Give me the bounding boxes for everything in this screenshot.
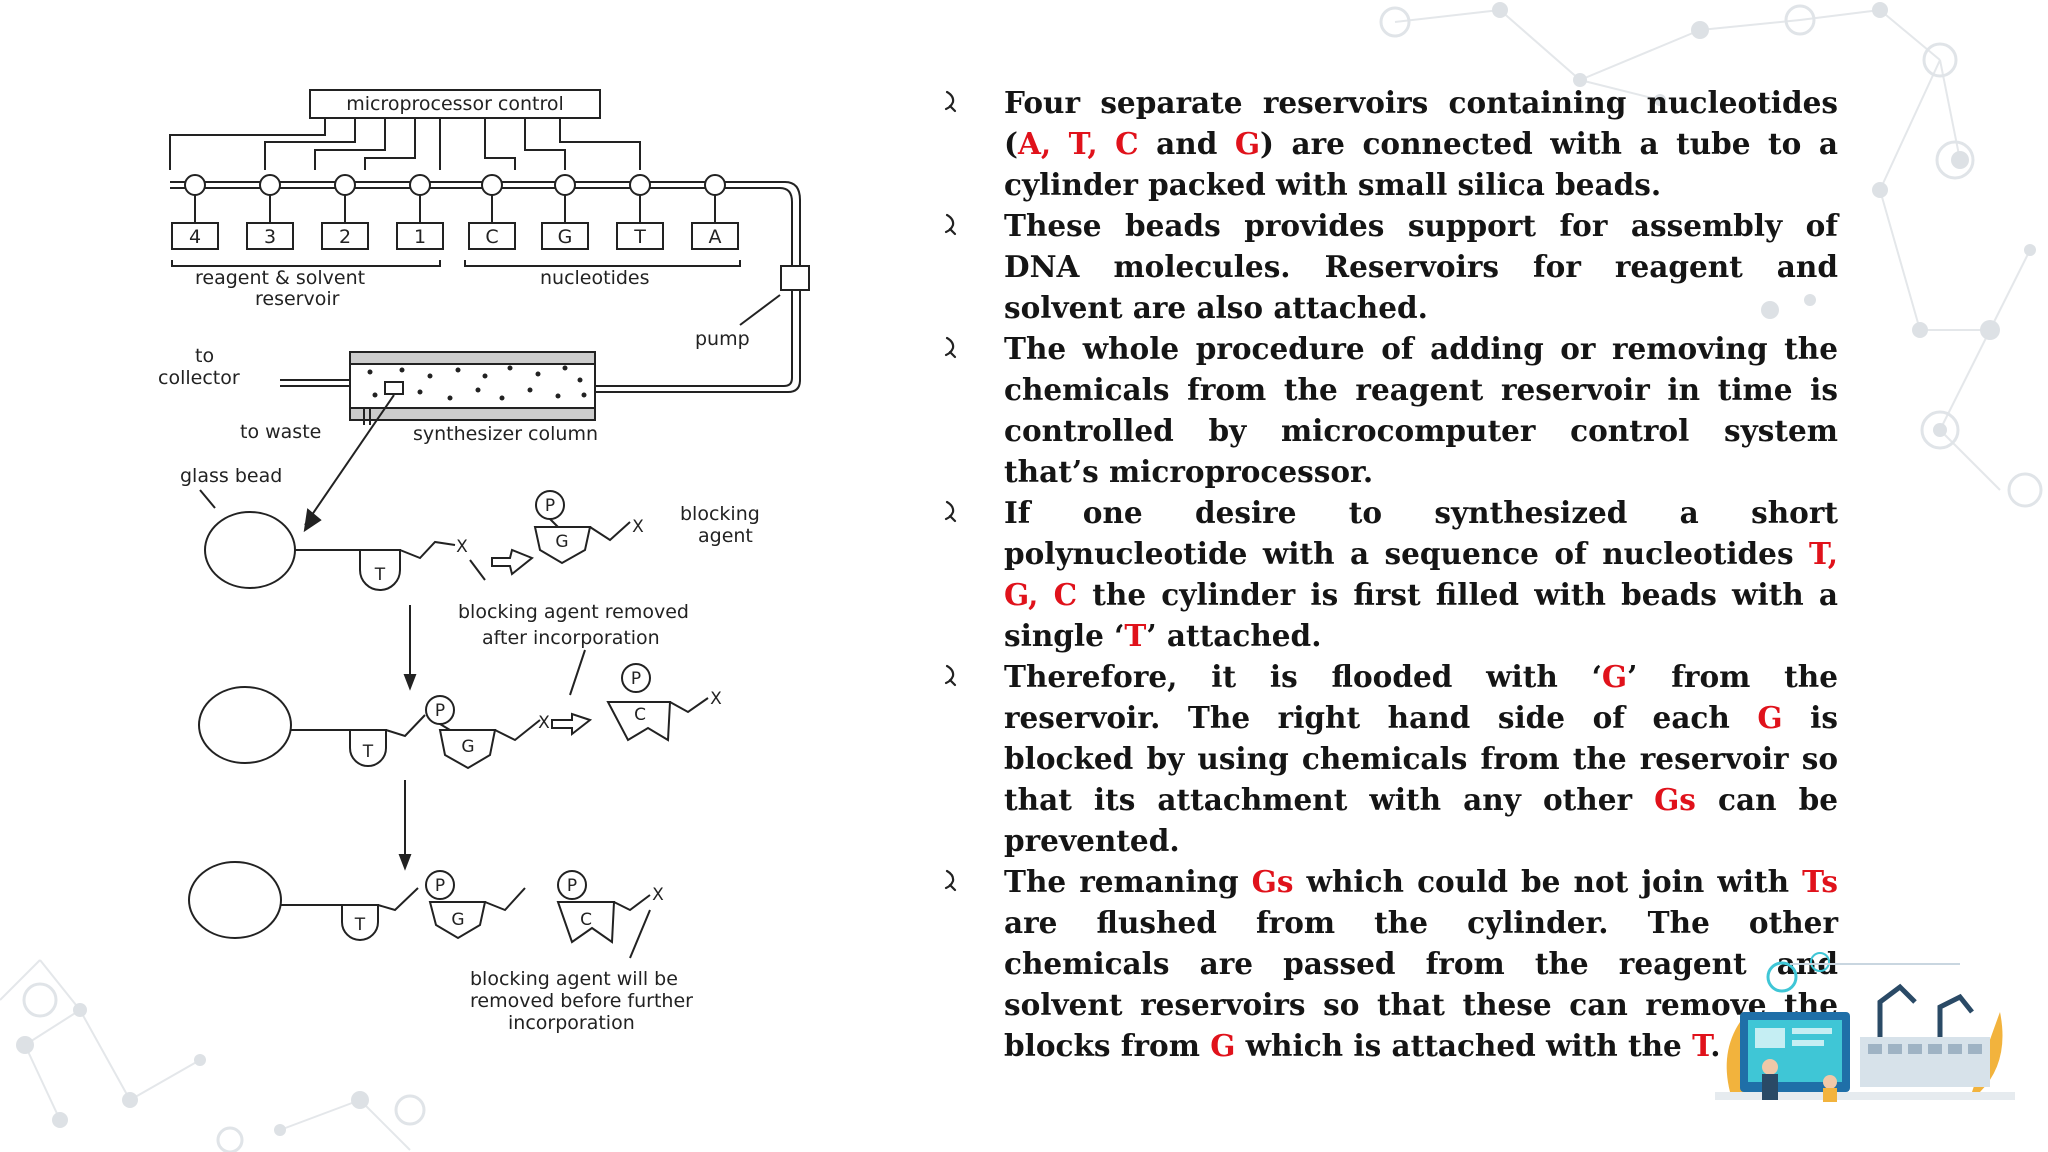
bullet-item: The whole procedure of adding or removin… <box>938 328 1838 492</box>
base-c: C <box>580 910 592 930</box>
bullet-text: If one desire to synthesized a short pol… <box>1004 495 1838 571</box>
bullet-text: These beads provides support for assembl… <box>1004 208 1838 325</box>
bullet-item: Therefore, it is flooded with ‘G’ from t… <box>938 656 1838 861</box>
bullet-text: ’ attached. <box>1146 618 1322 653</box>
highlighted-text: Ts <box>1802 864 1838 899</box>
arrow-bullet-icon <box>938 205 964 246</box>
bullet-text: is blocked by using chemicals from the r… <box>1004 700 1838 817</box>
base-c: C <box>634 705 646 725</box>
collector-label: collector <box>158 367 240 389</box>
reservoir-label: A <box>709 226 722 248</box>
highlighted-text: A, T, C <box>1017 126 1139 161</box>
future-label: removed before further <box>470 990 693 1012</box>
bullet-text: the cylinder is first filled with beads … <box>1004 577 1838 653</box>
phosphate: P <box>545 496 555 516</box>
arrow-bullet-icon <box>938 328 964 369</box>
reservoir-label: 2 <box>339 226 351 248</box>
bullet-text: can be prevented. <box>1004 782 1838 858</box>
block-x: X <box>632 517 644 537</box>
phosphate: P <box>435 876 445 896</box>
reservoir-label: 1 <box>414 226 426 248</box>
bullet-item: These beads provides support for assembl… <box>938 205 1838 328</box>
bullet-text: The whole procedure of adding or removin… <box>1004 331 1838 489</box>
collector-label: to <box>195 345 214 367</box>
bullet-item: The remaning Gs which could be not join … <box>938 861 1838 1066</box>
base-g: G <box>461 737 474 757</box>
highlighted-text: G <box>1601 659 1628 694</box>
highlighted-text: T <box>1692 1028 1711 1063</box>
block-x: X <box>710 689 722 709</box>
base-t: T <box>354 915 366 935</box>
bullet-list: Four separate reservoirs containing nucl… <box>938 82 1838 1066</box>
reservoir-label: T <box>633 226 646 248</box>
blocking-agent-label: blocking <box>680 503 760 525</box>
bullet-text: Four separate reservoirs containing nucl… <box>1004 85 1838 161</box>
microprocessor-control-box <box>309 89 601 119</box>
nucleotides-label: nucleotides <box>540 267 650 289</box>
future-label: incorporation <box>508 1012 635 1034</box>
block-x: X <box>456 537 468 557</box>
pump-box <box>780 265 810 291</box>
highlighted-text: T <box>1124 618 1147 653</box>
dna-synthesizer-diagram: microprocessor control 4 3 2 1 C G T A r… <box>158 89 810 1034</box>
reservoir-label: G <box>558 226 573 248</box>
reagent-label: reservoir <box>255 288 340 310</box>
bullet-item: If one desire to synthesized a short pol… <box>938 492 1838 656</box>
lab-automation-illustration <box>1715 952 2015 1102</box>
reservoir-label: C <box>485 226 498 248</box>
block-x: X <box>538 713 550 733</box>
phosphate: P <box>435 701 445 721</box>
base-g: G <box>451 910 464 930</box>
control-label: microprocessor control <box>346 93 564 115</box>
removed-label: blocking agent removed <box>458 601 689 623</box>
base-t: T <box>374 565 386 585</box>
column-label: synthesizer column <box>413 423 598 445</box>
bullet-text: and <box>1138 126 1235 161</box>
bullet-text: . <box>1710 1028 1721 1063</box>
highlighted-text: G <box>1234 126 1261 161</box>
bullet-text: ) are connected with a tube to a cylinde… <box>1004 126 1838 202</box>
arrow-bullet-icon <box>938 492 964 533</box>
reservoir-label: 4 <box>189 226 201 248</box>
base-g: G <box>555 532 568 552</box>
phosphate: P <box>631 669 641 689</box>
bullet-text: which is attached with the <box>1235 1028 1693 1063</box>
highlighted-text: T, G, C <box>1004 536 1838 612</box>
bullet-text: Therefore, it is flooded with ‘ <box>1004 659 1602 694</box>
glass-bead-label: glass bead <box>180 465 282 487</box>
bullet-text: ’ from the reservoir. The right hand sid… <box>1004 659 1838 735</box>
pump-label: pump <box>695 328 750 350</box>
block-x: X <box>652 885 664 905</box>
bullet-text: The remaning <box>1004 864 1252 899</box>
base-t: T <box>362 742 374 762</box>
arrow-bullet-icon <box>938 82 964 123</box>
blocking-agent-label: agent <box>698 525 753 547</box>
bullet-text: are flushed from the cylinder. The other… <box>1004 905 1838 1063</box>
bullet-item: Four separate reservoirs containing nucl… <box>938 82 1838 205</box>
highlighted-text: G <box>1757 700 1783 735</box>
future-label: blocking agent will be <box>470 968 678 990</box>
highlighted-text: G <box>1210 1028 1236 1063</box>
arrow-bullet-icon <box>938 861 964 902</box>
removed-label: after incorporation <box>482 627 660 649</box>
bullet-text: which could be not join with <box>1293 864 1803 899</box>
waste-label: to waste <box>240 421 321 443</box>
arrow-bullet-icon <box>938 656 964 697</box>
phosphate: P <box>567 876 577 896</box>
highlighted-text: Gs <box>1251 864 1294 899</box>
highlighted-text: Gs <box>1654 782 1696 817</box>
reagent-label: reagent & solvent <box>195 267 365 289</box>
reservoir-label: 3 <box>264 226 276 248</box>
